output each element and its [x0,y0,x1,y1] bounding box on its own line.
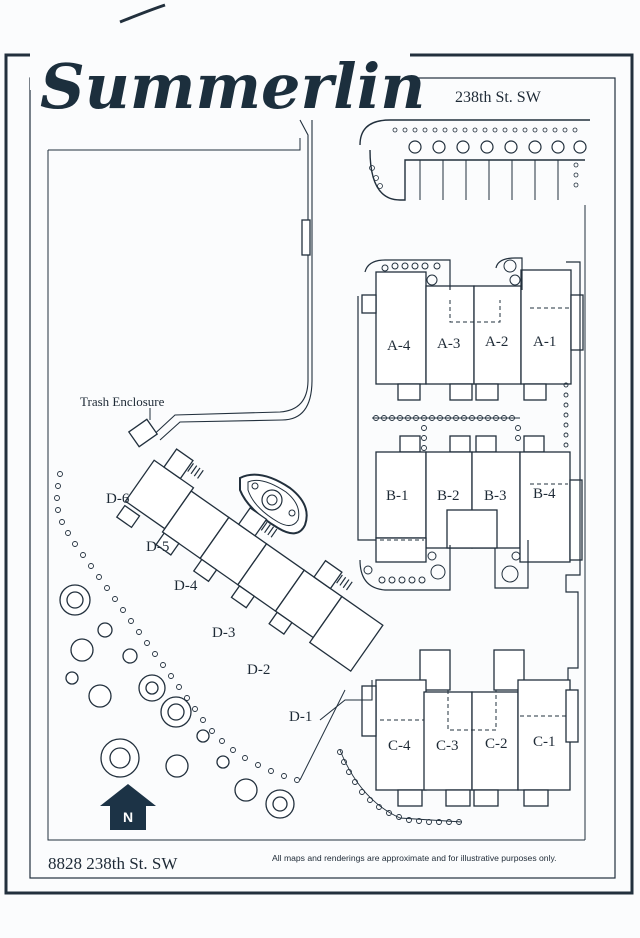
unit-label-d-4: D-4 [174,578,198,594]
unit-label-a-2: A-2 [485,334,508,350]
property-line-left [47,150,585,841]
title-backdrop [30,40,410,90]
unit-label-a-4: A-4 [387,338,411,354]
driveway-path-inner [159,120,313,441]
building-b [359,435,583,591]
unit-labels: A-4 A-3 A-2 A-1 B-1 B-2 B-3 B-4 C-4 C-3 … [106,334,556,754]
unit-label-d-3: D-3 [212,625,235,641]
east-edge [565,261,581,760]
property-line-top [48,138,301,151]
title-flourish [119,3,166,24]
unit-label-c-1: C-1 [533,734,556,750]
unit-label-a-1: A-1 [533,334,556,350]
unit-label-b-2: B-2 [437,488,460,504]
unit-label-b-3: B-3 [484,488,507,504]
north-label: N [123,809,133,825]
parking-stalls [419,160,559,200]
west-trees [59,584,295,819]
unit-label-b-4: B-4 [533,486,556,502]
unit-a-4-footprint [375,271,427,385]
address-label: 8828 238th St. SW [48,854,178,873]
unit-label-d-5: D-5 [146,539,169,555]
d-row-edge [299,689,346,781]
unit-label-c-3: C-3 [436,738,459,754]
curb-bottom [337,749,463,825]
parking-trees [408,140,587,154]
unit-label-d-2: D-2 [247,662,270,678]
unit-label-c-4: C-4 [388,738,411,754]
north-arrow-icon: N [100,784,156,830]
walkway-a-b [372,382,569,451]
driveway-path [147,119,309,441]
trash-enclosure [127,418,159,448]
unit-label-b-1: B-1 [386,488,409,504]
unit-label-c-2: C-2 [485,736,508,752]
unit-label-d-1: D-1 [289,709,312,725]
gate-marker [301,219,311,256]
parking-curb-inner [369,149,585,201]
building-a [357,257,584,541]
building-c [319,649,579,807]
garden-island [239,473,308,535]
street-label-top: 238th St. SW [455,89,542,106]
unit-label-a-3: A-3 [437,336,460,352]
site-title: Summerlin [40,50,425,123]
disclaimer-text: All maps and renderings are approximate … [272,853,557,863]
parking-shrub-dots [369,127,579,189]
parking-curb-top [359,119,590,146]
trash-enclosure-label: Trash Enclosure [80,394,165,409]
building-d [115,448,384,673]
unit-label-d-6: D-6 [106,491,130,507]
west-curb [54,471,300,783]
